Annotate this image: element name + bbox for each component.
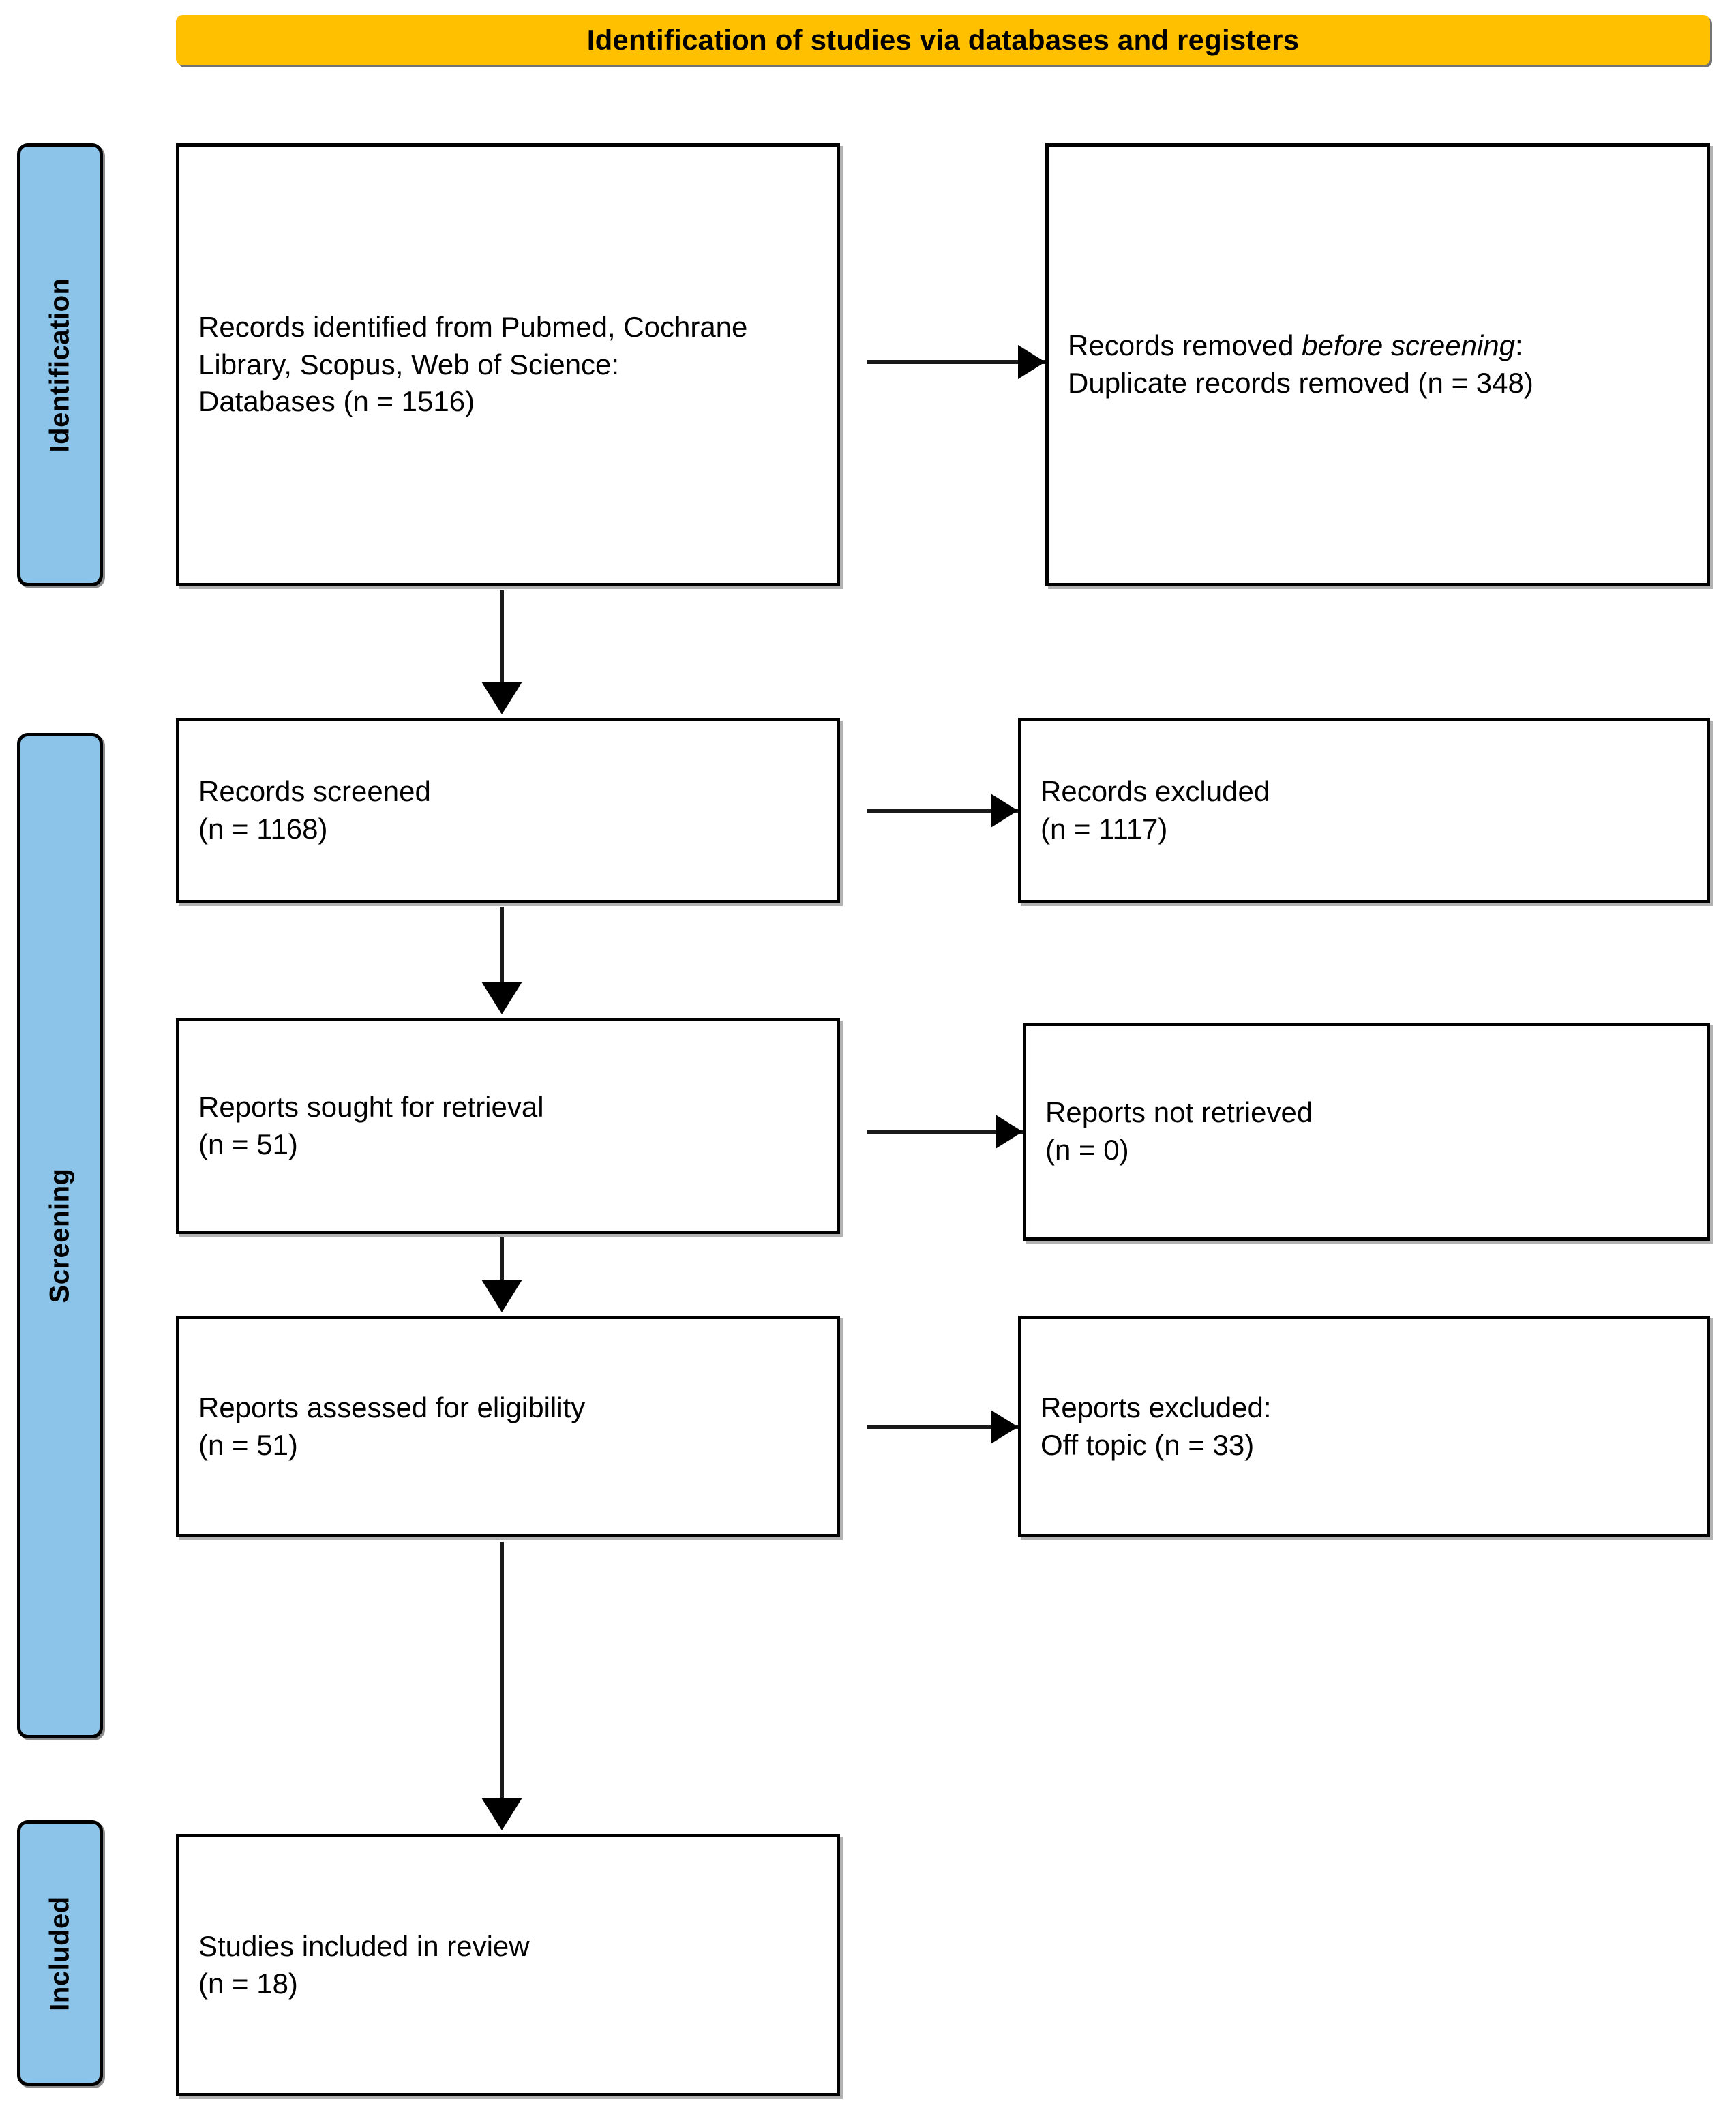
box-reports-excluded: Reports excluded: Off topic (n = 33) bbox=[1018, 1316, 1710, 1537]
arrow-identified-to-screened bbox=[481, 590, 523, 714]
phase-rail-screening: Screening bbox=[17, 733, 103, 1738]
arrow-shaft bbox=[867, 1130, 1023, 1134]
phase-rail-included: Included bbox=[17, 1820, 103, 2086]
arrow-shaft bbox=[867, 360, 1045, 364]
box-records-removed-text: Records removed before screening: Duplic… bbox=[1049, 327, 1707, 402]
box-reports-not-retrieved-text: Reports not retrieved (n = 0) bbox=[1045, 1096, 1313, 1166]
box-studies-included: Studies included in review (n = 18) bbox=[176, 1834, 840, 2096]
arrow-assessed-to-included bbox=[481, 1542, 523, 1830]
arrow-shaft bbox=[867, 809, 1018, 813]
arrowhead-right-icon bbox=[996, 1115, 1023, 1149]
arrow-shaft bbox=[500, 1542, 504, 1798]
box-studies-included-text: Studies included in review (n = 18) bbox=[198, 1929, 530, 2000]
arrow-screened-to-excluded bbox=[867, 787, 1018, 834]
box-reports-excluded-text: Reports excluded: Off topic (n = 33) bbox=[1041, 1391, 1272, 1461]
box-reports-sought: Reports sought for retrieval (n = 51) bbox=[176, 1018, 840, 1234]
arrowhead-down-icon bbox=[481, 982, 522, 1014]
box-records-removed-emphasis: before screening bbox=[1302, 329, 1516, 362]
box-records-removed-line1: Records removed bbox=[1068, 329, 1302, 362]
phase-label-included: Included bbox=[44, 1895, 75, 2011]
arrowhead-down-icon bbox=[481, 1798, 522, 1830]
box-reports-sought-text: Reports sought for retrieval (n = 51) bbox=[198, 1090, 544, 1160]
box-records-identified: Records identified from Pubmed, Cochrane… bbox=[176, 143, 840, 586]
box-reports-assessed: Reports assessed for eligibility (n = 51… bbox=[176, 1316, 840, 1537]
box-reports-not-retrieved: Reports not retrieved (n = 0) bbox=[1023, 1023, 1710, 1241]
box-records-excluded: Records excluded (n = 1117) bbox=[1018, 718, 1710, 903]
arrow-shaft bbox=[500, 1237, 504, 1280]
arrow-assessed-to-reports-excluded bbox=[867, 1403, 1018, 1451]
box-records-screened-text: Records screened (n = 1168) bbox=[198, 775, 431, 845]
phase-rail-identification: Identification bbox=[17, 143, 103, 586]
box-records-screened: Records screened (n = 1168) bbox=[176, 718, 840, 903]
diagram-header-banner: Identification of studies via databases … bbox=[176, 15, 1710, 65]
arrowhead-down-icon bbox=[481, 1280, 522, 1312]
phase-label-identification: Identification bbox=[44, 277, 75, 452]
arrow-shaft bbox=[867, 1425, 1018, 1429]
arrow-identified-to-removed bbox=[867, 338, 1045, 386]
arrowhead-right-icon bbox=[991, 794, 1018, 828]
box-records-removed-line2: : Duplicate records removed (n = 348) bbox=[1068, 329, 1533, 399]
box-records-identified-text: Records identified from Pubmed, Cochrane… bbox=[198, 311, 748, 418]
arrowhead-right-icon bbox=[991, 1410, 1018, 1444]
arrowhead-down-icon bbox=[481, 682, 522, 714]
diagram-title: Identification of studies via databases … bbox=[586, 24, 1300, 56]
arrow-shaft bbox=[500, 590, 504, 682]
arrow-sought-to-not-retrieved bbox=[867, 1108, 1023, 1156]
box-reports-assessed-text: Reports assessed for eligibility (n = 51… bbox=[198, 1391, 586, 1461]
phase-label-screening: Screening bbox=[44, 1168, 75, 1303]
arrow-screened-to-sought bbox=[481, 907, 523, 1014]
box-records-excluded-text: Records excluded (n = 1117) bbox=[1041, 775, 1270, 845]
arrow-sought-to-assessed bbox=[481, 1237, 523, 1312]
box-records-removed: Records removed before screening: Duplic… bbox=[1045, 143, 1710, 586]
arrow-shaft bbox=[500, 907, 504, 982]
arrowhead-right-icon bbox=[1018, 345, 1045, 379]
